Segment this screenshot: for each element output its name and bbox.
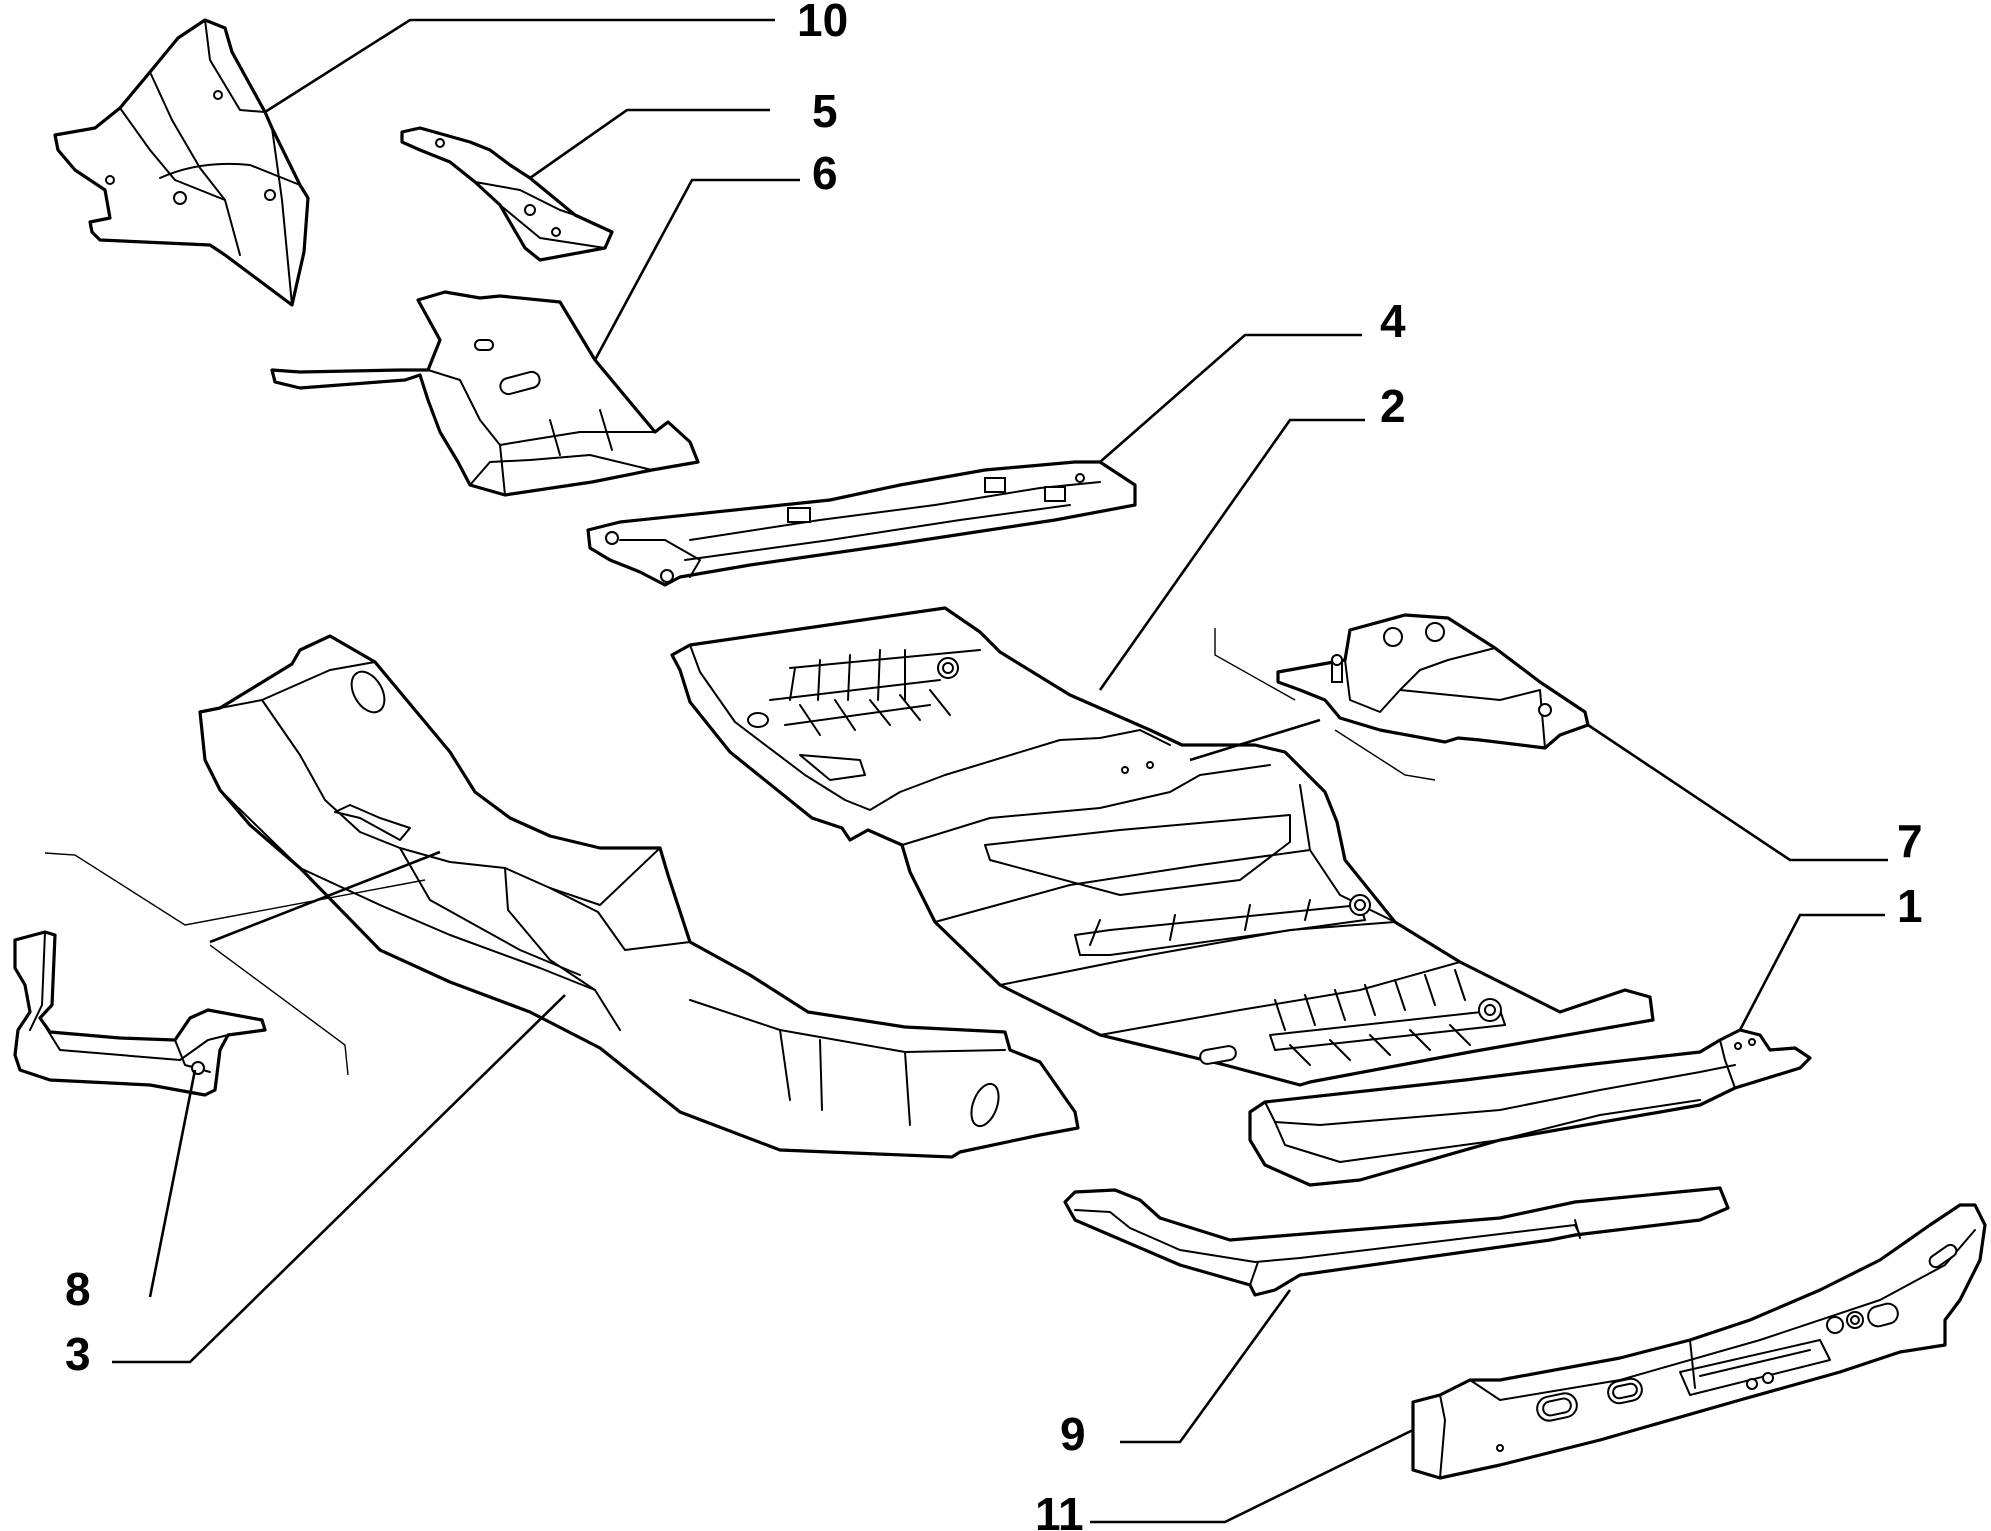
part-1-rear-rail <box>1248 1028 1812 1187</box>
callout-1: 1 <box>1897 880 1923 932</box>
part-2-main-floor-pan <box>670 606 1655 1087</box>
callout-9: 9 <box>1060 1408 1086 1460</box>
reference-lines <box>44 628 1436 1076</box>
part-7-rear-bracket <box>1276 613 1590 750</box>
callout-labels: 10 5 6 4 2 7 1 8 3 9 11 <box>65 0 1923 1531</box>
callout-11: 11 <box>1035 1488 1084 1531</box>
callout-4: 4 <box>1380 295 1406 347</box>
part-3-central-tunnel <box>198 634 1080 1159</box>
callout-8: 8 <box>65 1263 91 1315</box>
callout-10: 10 <box>797 0 848 46</box>
part-5-front-bracket <box>400 126 614 262</box>
callout-6: 6 <box>812 147 838 199</box>
part-8-front-reinforcement <box>13 930 267 1097</box>
callout-2: 2 <box>1380 380 1406 432</box>
part-10-wheelhouse-panel <box>53 18 310 307</box>
callout-3: 3 <box>65 1328 91 1380</box>
part-9-side-sill-inner <box>1063 1186 1730 1297</box>
leader-lines <box>112 18 1888 1524</box>
callout-7: 7 <box>1897 815 1923 867</box>
part-11-side-sill-outer <box>1411 1203 1987 1480</box>
part-4-rear-crossmember <box>586 460 1137 587</box>
part-6-front-crossmember <box>270 290 700 497</box>
callout-5: 5 <box>812 85 838 137</box>
